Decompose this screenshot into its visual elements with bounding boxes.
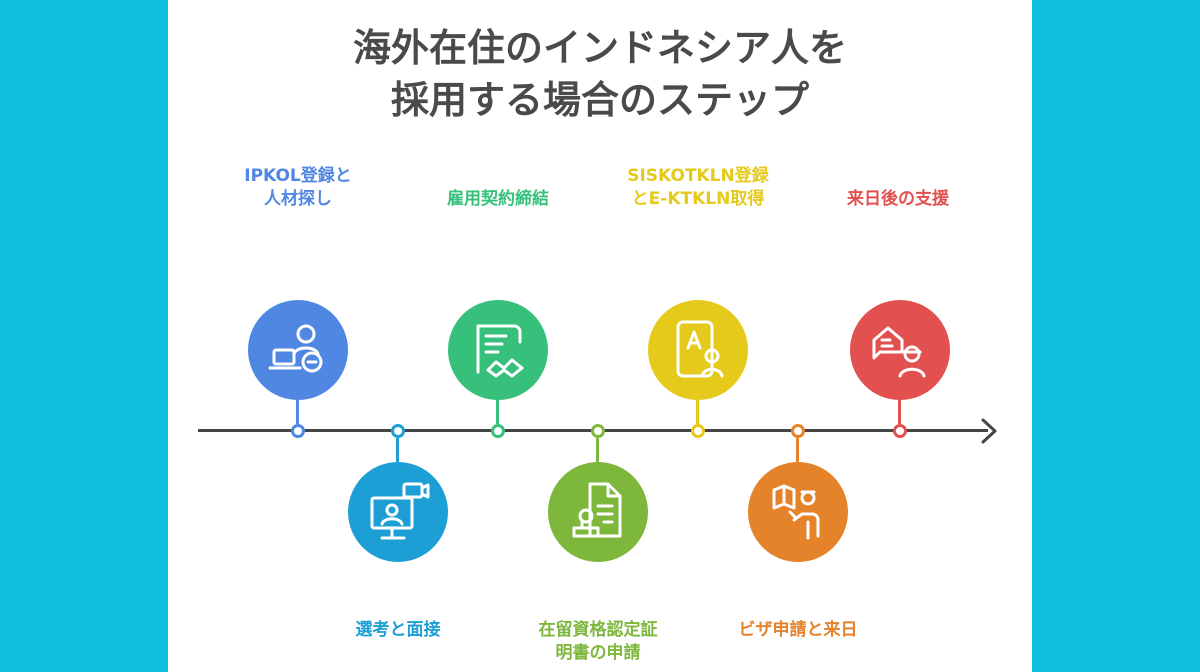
step-3-marker: [491, 424, 505, 438]
step-1-marker: [291, 424, 305, 438]
support-chat-person-icon: [872, 326, 926, 378]
contract-handshake-icon: [476, 324, 524, 378]
step-6-circle: [748, 462, 848, 562]
step-2-circle: [348, 462, 448, 562]
step-1-circle: [248, 300, 348, 400]
step-6-connector: [796, 438, 799, 462]
step-3-label: 雇用契約締結: [447, 189, 549, 209]
passport-traveler-icon: [772, 484, 820, 540]
step-4-connector: [596, 438, 599, 462]
person-laptop-icon: [268, 324, 323, 373]
timeline-panel: 海外在住のインドネシア人を 採用する場合のステップ IPKOL登録と人材探し 選…: [168, 0, 1032, 672]
step-5-connector: [696, 400, 699, 424]
step-7-label: 来日後の支援: [847, 189, 949, 209]
step-3-circle: [448, 300, 548, 400]
step-1-connector: [296, 400, 299, 424]
step-7-marker: [893, 424, 907, 438]
step-6-marker: [791, 424, 805, 438]
step-4-circle: [548, 462, 648, 562]
page-title: 海外在住のインドネシア人を 採用する場合のステップ: [168, 22, 1032, 126]
step-7-circle: [850, 300, 950, 400]
step-2-label: 選考と面接: [355, 620, 441, 640]
timeline-arrow-head: [981, 418, 997, 444]
step-2-marker: [391, 424, 405, 438]
step-4-label: 在留資格認定証明書の申請: [538, 620, 658, 663]
step-3-connector: [496, 400, 499, 424]
title-line-2: 採用する場合のステップ: [390, 78, 809, 122]
step-7-connector: [898, 400, 901, 424]
step-1-label: IPKOL登録と人材探し: [244, 166, 352, 209]
step-5-label: SISKOTKLN登録とE-KTKLN取得: [627, 166, 769, 209]
step-2-connector: [396, 438, 399, 462]
step-4-marker: [591, 424, 605, 438]
video-interview-icon: [370, 482, 430, 540]
document-stamp-icon: [572, 482, 622, 538]
title-line-1: 海外在住のインドネシア人を: [352, 26, 847, 70]
step-5-circle: [648, 300, 748, 400]
mobile-id-icon: [676, 320, 724, 378]
step-5-marker: [691, 424, 705, 438]
step-6-label: ビザ申請と来日: [738, 620, 858, 640]
